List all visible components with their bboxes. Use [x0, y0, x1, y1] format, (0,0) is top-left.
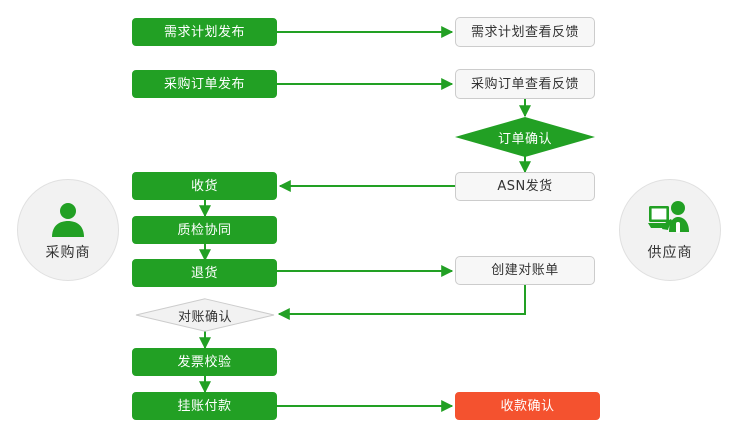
node-asn-ship[interactable]: ASN发货	[455, 172, 595, 201]
node-label: 挂账付款	[177, 398, 232, 414]
node-po-publish[interactable]: 采购订单发布	[132, 70, 277, 98]
node-label: 质检协同	[177, 222, 232, 238]
node-statement-confirm[interactable]: 对账确认	[135, 298, 275, 332]
node-label: 发票校验	[177, 354, 232, 370]
node-label: 退货	[190, 265, 218, 281]
node-label: 收款确认	[500, 398, 555, 414]
node-label: ASN发货	[497, 179, 553, 194]
node-demand-plan-feedback[interactable]: 需求计划查看反馈	[455, 17, 595, 47]
node-label: 对账确认	[177, 309, 232, 325]
actor-supplier-label: 供应商	[647, 244, 693, 261]
node-label: 创建对账单	[491, 263, 559, 278]
node-label: 收货	[190, 178, 218, 194]
node-order-confirm[interactable]: 订单确认	[455, 117, 595, 157]
node-invoice-verify[interactable]: 发票校验	[132, 348, 277, 376]
diamond-shape	[455, 117, 595, 157]
person-icon	[48, 199, 88, 239]
node-qc-collaboration[interactable]: 质检协同	[132, 216, 277, 244]
edge-create-statement-to-statement-confirm	[277, 285, 526, 320]
node-receipt-confirm[interactable]: 收款确认	[455, 392, 600, 420]
node-label: 采购订单发布	[163, 76, 245, 92]
node-label: 需求计划查看反馈	[470, 24, 579, 40]
node-demand-plan-publish[interactable]: 需求计划发布	[132, 18, 277, 46]
actor-buyer-label: 采购商	[45, 244, 91, 261]
node-receive-goods[interactable]: 收货	[132, 172, 277, 200]
node-po-feedback[interactable]: 采购订单查看反馈	[455, 69, 595, 99]
node-return-goods[interactable]: 退货	[132, 259, 277, 287]
node-create-statement[interactable]: 创建对账单	[455, 256, 595, 285]
node-label: 订单确认	[497, 131, 552, 147]
node-label: 需求计划发布	[163, 24, 245, 40]
actor-buyer[interactable]: 采购商	[17, 179, 119, 281]
node-label: 采购订单查看反馈	[470, 76, 579, 92]
node-payable-payment[interactable]: 挂账付款	[132, 392, 277, 420]
person-at-computer-icon	[647, 199, 693, 239]
actor-supplier[interactable]: 供应商	[619, 179, 721, 281]
